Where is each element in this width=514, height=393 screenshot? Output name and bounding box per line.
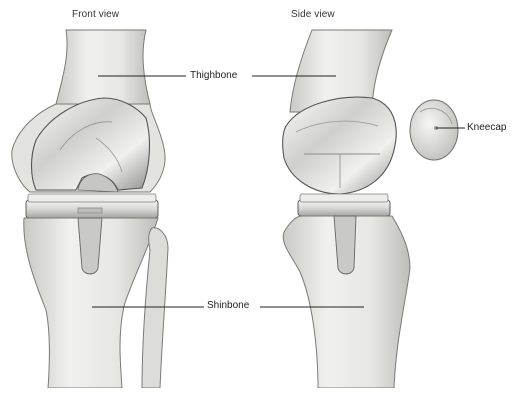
kneecap-label: Kneecap bbox=[467, 122, 506, 133]
side-view bbox=[283, 30, 458, 388]
front-view-title: Front view bbox=[72, 9, 119, 20]
shinbone-label: Shinbone bbox=[207, 300, 249, 311]
front-view bbox=[12, 30, 168, 388]
side-kneecap bbox=[410, 100, 458, 160]
side-view-title: Side view bbox=[291, 9, 335, 20]
front-tibial-keel bbox=[78, 218, 102, 274]
front-thighbone-shaft bbox=[56, 30, 150, 104]
thighbone-label: Thighbone bbox=[190, 70, 237, 81]
